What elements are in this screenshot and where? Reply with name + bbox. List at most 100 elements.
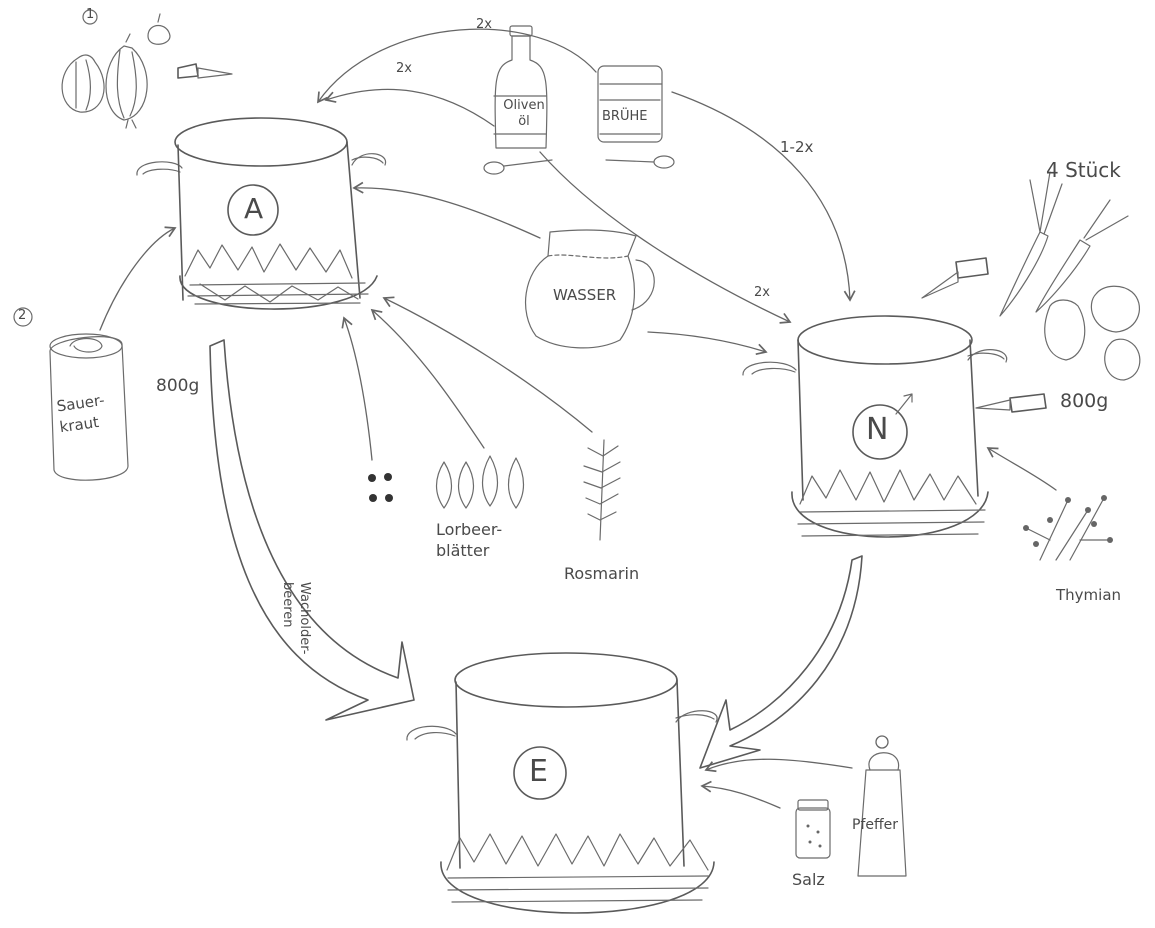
pot-n-emblem (852, 404, 908, 460)
arrow-pepper-to-pot-e (704, 758, 853, 773)
olive-oil-bottle (483, 25, 553, 175)
pot-a-flames (184, 243, 353, 279)
knife-blade-icon-2 (921, 271, 959, 299)
rosemary-sprig (583, 439, 621, 541)
pot-e-rim (454, 652, 678, 708)
pot-a-right-handle (351, 153, 386, 166)
flow-arrows (99, 28, 1057, 809)
arrow-oil-to-pot-a (324, 88, 495, 127)
step-1-circle (82, 9, 98, 25)
big-flow-arrows (209, 339, 863, 769)
rosemary-label: Rosmarin (564, 564, 640, 583)
broth-label: BRÜHE (602, 109, 648, 124)
jar-icon (597, 65, 663, 143)
onion-icon-2 (105, 45, 148, 121)
pot-n-rim (797, 315, 973, 365)
qty-water-pot-n: 2x (754, 285, 770, 300)
potato-icon (1044, 299, 1086, 361)
knife-carrots (921, 257, 989, 299)
pot-a-emblem (227, 184, 279, 236)
qty-sauerkraut: 800g (156, 376, 200, 396)
pot-e-right-wall (676, 679, 685, 867)
knife-handle-icon-3 (1009, 393, 1047, 413)
pot-a-rim (174, 117, 348, 167)
knife-handle-icon-2 (955, 257, 989, 279)
knife-handle-icon (177, 63, 199, 79)
garlic-icon (147, 13, 171, 45)
pot-e (406, 652, 718, 914)
big-arrow-a-to-e (209, 339, 415, 721)
bottle-icon (494, 35, 548, 149)
qty-oil-top: 2x (476, 17, 492, 32)
pepper-icon (857, 769, 907, 877)
juniper-label: Wacholder-beeren (280, 582, 312, 655)
water-jug (524, 229, 655, 349)
pot-a-burner (179, 275, 378, 310)
pot-e-burner (440, 861, 715, 914)
step-1-label: 1 (86, 7, 95, 22)
qty-potatoes: 800g (1060, 390, 1109, 412)
potatoes (1044, 285, 1141, 381)
pot-a (136, 117, 386, 310)
jug-icon (524, 229, 637, 349)
pot-a-left-wall (177, 144, 184, 301)
pot-n-left-wall (797, 339, 804, 501)
pot-n-flames (799, 469, 977, 505)
knife-potatoes (975, 393, 1047, 413)
arrow-juniper-to-pot-a (341, 316, 373, 461)
broth-jar (597, 65, 675, 169)
arrow-water-to-pot-n (647, 331, 768, 356)
salt-icon (795, 807, 831, 859)
bay-leaves-label: Lorbeer-blätter (436, 520, 503, 560)
rosemary-icon (599, 439, 605, 541)
pot-e-emblem (513, 746, 567, 800)
pot-e-left-handle (406, 725, 457, 741)
arrow-rosemary-to-pot-a (382, 296, 593, 433)
pot-n-emblem-arrow (895, 393, 913, 415)
step-2-circle (13, 307, 33, 327)
qty-broth-pot-n: 1-2x (780, 138, 814, 156)
bay-leaves (435, 455, 525, 509)
thyme-bunch (1023, 495, 1113, 561)
knife-blade-icon-3 (975, 399, 1011, 411)
juniper-berries (368, 473, 393, 502)
pot-a-right-wall (346, 141, 361, 299)
arrow-bay-to-pot-a (370, 308, 485, 449)
sauerkraut-label: Sauer-kraut (55, 390, 106, 437)
pot-n (742, 315, 1008, 538)
pot-e-left-wall (455, 681, 461, 869)
arrow-sauerkraut-to-pot-a (99, 226, 177, 331)
salt-label: Salz (792, 870, 825, 889)
arrow-broth-to-pot-n (671, 91, 856, 302)
arrow-broth-to-pot-a (317, 28, 597, 104)
pot-e-right-handle (675, 710, 718, 723)
pot-e-symbol: E (529, 754, 548, 789)
pot-n-burner (791, 491, 989, 538)
qty-oil-side: 2x (396, 61, 412, 76)
water-label: WASSER (553, 286, 617, 304)
knife-blade-icon (197, 67, 233, 79)
spoon-icon (483, 161, 505, 175)
step-2-label: 2 (18, 308, 27, 323)
onion-icon (61, 54, 105, 113)
thyme-icon (1025, 497, 1111, 561)
sauerkraut-can (13, 307, 129, 481)
big-arrow-n-to-e (699, 555, 863, 769)
arrow-thyme-to-pot-n (986, 447, 1057, 491)
arrow-oil-to-pot-n (539, 151, 792, 324)
leaf-icon (435, 461, 453, 509)
spoon-icon-2 (653, 155, 675, 169)
pepper-mill (857, 735, 907, 877)
pepper-label: Pfeffer (852, 817, 898, 833)
berry-icon (368, 474, 376, 482)
qty-carrots: 4 Stück (1046, 158, 1121, 182)
onion-group (61, 9, 233, 129)
pot-a-symbol: A (244, 192, 264, 225)
pot-n-right-handle (967, 349, 1008, 363)
salt-shaker (795, 799, 831, 859)
arrow-salt-to-pot-e (700, 780, 781, 809)
pot-n-left-handle (742, 361, 797, 376)
pot-n-symbol: N (866, 412, 889, 447)
can-icon (49, 336, 129, 481)
